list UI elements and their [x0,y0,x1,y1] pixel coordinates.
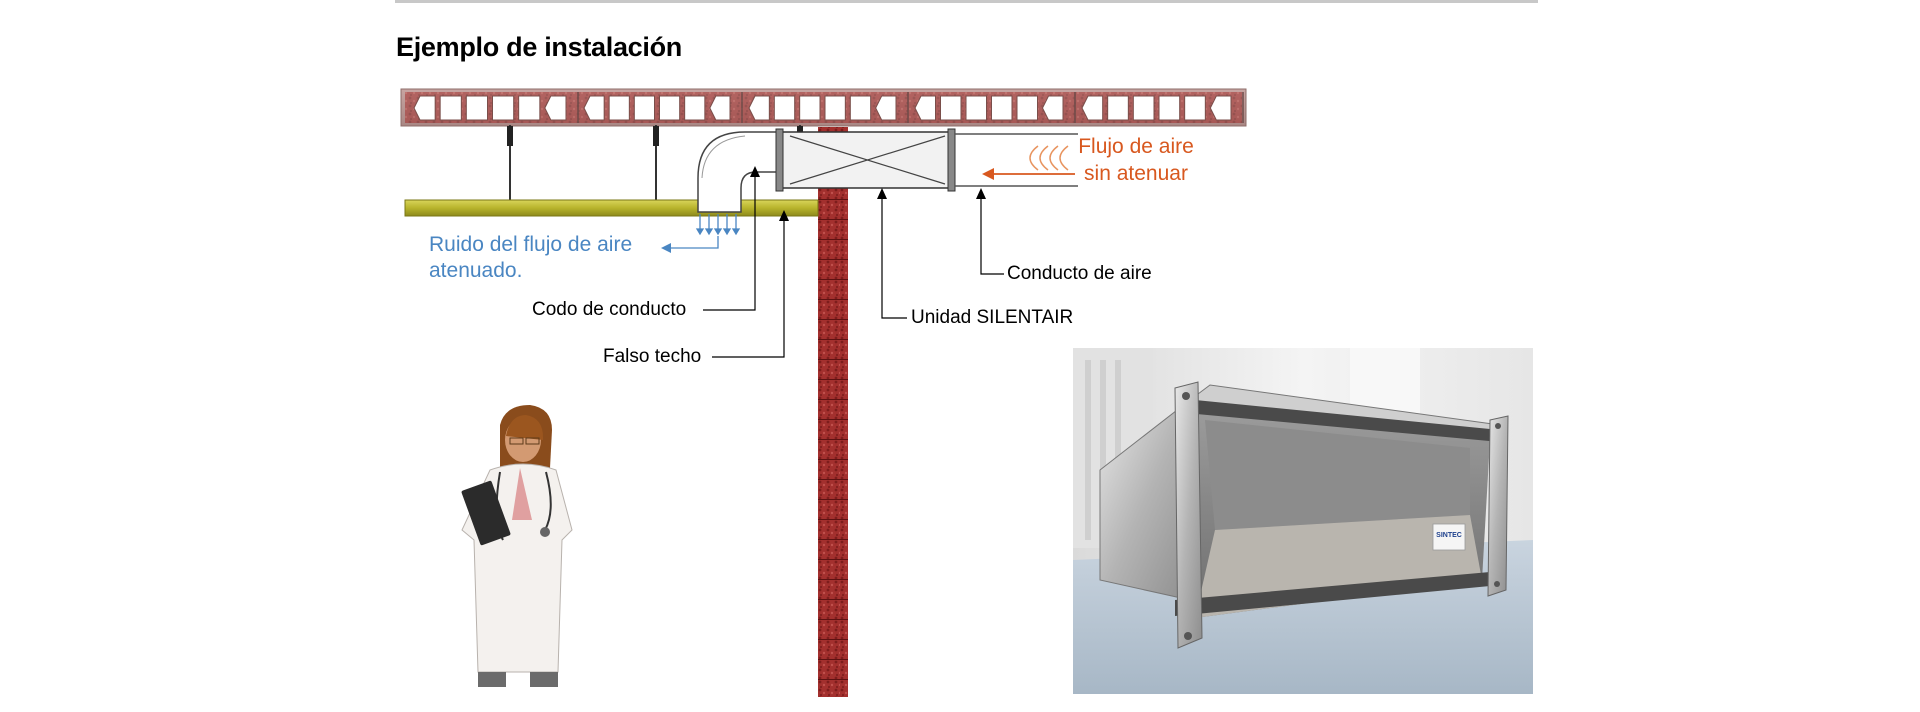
duct-elbow [697,131,778,213]
slab-block-hole [940,95,962,121]
slab-blocks [413,92,1244,123]
slab-block-hole [465,95,488,121]
leader-elbow [703,166,760,311]
slab-block-hole [1132,95,1155,121]
slab-block-hole [1209,95,1232,121]
slab-block-hole [518,95,541,121]
airflow-label-line2: sin atenuar [1084,162,1188,185]
slab-block-hole [875,95,897,121]
leader-silentair [877,188,907,319]
airflow-label: Flujo de aire sin atenuar [1070,133,1202,187]
slab-block-hole [1107,95,1129,121]
leader-air-duct [976,188,1004,275]
slab-block-hole [633,95,655,121]
slab-block-hole [824,95,846,121]
doctor-illustration [461,405,573,687]
slab-block-hole [748,95,770,121]
top-rule [395,0,1538,3]
slab-block-hole [413,95,436,121]
leader-false-ceiling [712,210,789,358]
slab-block-hole [544,95,567,121]
elbow-label: Codo de conducto [532,299,687,320]
noise-label-line1: Ruido del flujo de aire [429,233,633,256]
airflow-label-line1: Flujo de aire [1078,135,1194,158]
brick-wall [818,127,848,697]
silentair-unit [775,128,956,192]
slab-block-hole [799,95,821,121]
slab-block-hole [583,95,605,121]
slab-block-hole [709,95,731,121]
false-ceiling-label: Falso techo [603,346,702,367]
slab-block-hole [1158,95,1181,121]
page-title: Ejemplo de instalación [396,32,682,62]
slab-block-hole [1041,95,1064,121]
slab-block-hole [684,95,706,121]
outlet-noise-arrows [695,214,741,236]
noise-arrow [661,236,719,253]
slab-block-hole [439,95,462,121]
slab-block-hole [659,95,681,121]
slab-block-hole [1016,95,1038,121]
noise-label-line2: atenuado. [429,259,523,282]
slab-block-hole [965,95,987,121]
slab-block-hole [1081,95,1104,121]
false-ceiling [404,199,819,217]
air-duct-label: Conducto de aire [1007,263,1152,284]
slab-block-hole [991,95,1013,121]
noise-label: Ruido del flujo de aire atenuado. [429,232,632,284]
silentair-product-photo: SINTEC [1073,348,1533,694]
slab-block-hole [492,95,515,121]
slab-block-hole [914,95,936,121]
air-duct [955,133,1078,187]
slab-block-hole [608,95,630,121]
airflow-arrow [982,168,1075,180]
photo-brand-logo: SINTEC [1436,532,1462,539]
slab-block-hole [773,95,796,121]
airflow-arcs [1029,145,1069,171]
silentair-unit-label: Unidad SILENTAIR [911,307,1074,328]
slab-block-hole [849,95,872,121]
slab-block-hole [1184,95,1206,121]
